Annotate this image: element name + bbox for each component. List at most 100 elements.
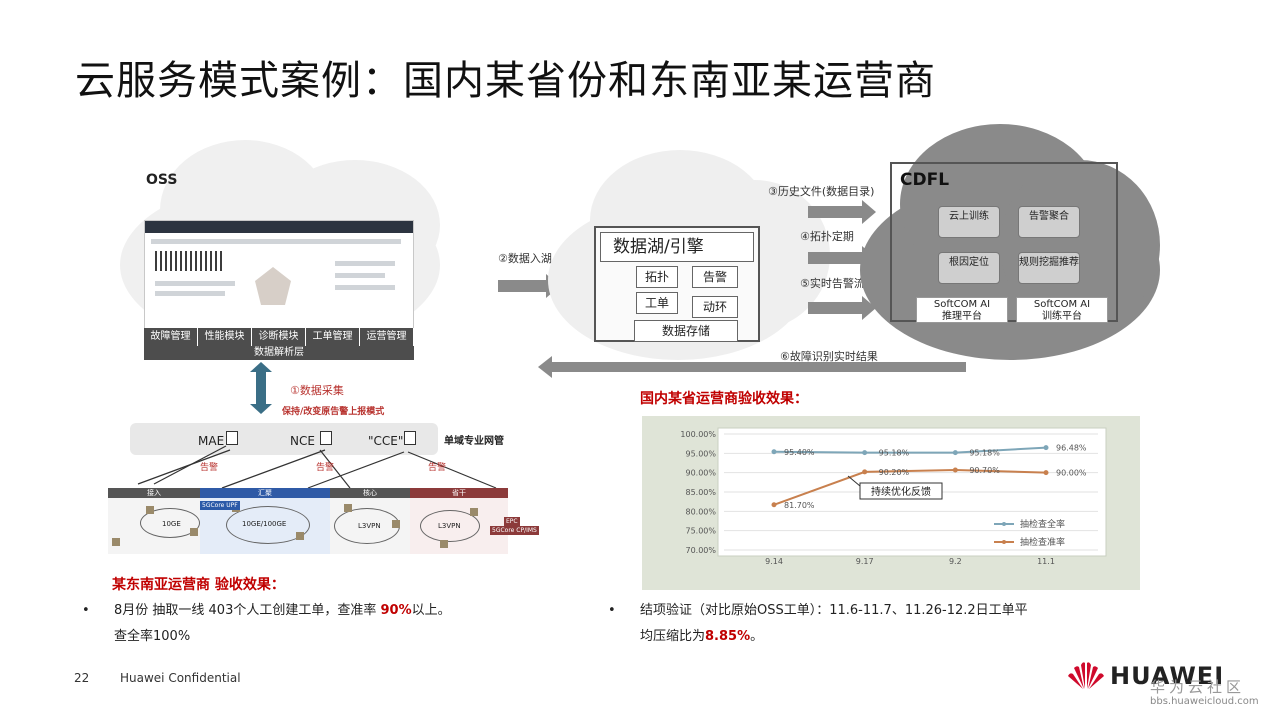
single-domain-nms: 单域专业网管 — [444, 436, 504, 447]
data-lake-title: 数据湖/引擎 — [600, 232, 754, 262]
data-label: 90.00% — [1056, 469, 1087, 478]
sea-bullet: • 8月份 抽取一线 403个人工创建工单，查准率 90%以上。 查全率100% — [82, 598, 562, 654]
network-ring — [420, 510, 480, 542]
y-tick-label: 70.00% — [685, 546, 716, 555]
prov-line2-b: 。 — [750, 629, 764, 644]
dashboard-header — [145, 221, 413, 233]
tag-5gcore-cp: 5GCore CP/IMS — [490, 526, 539, 535]
acceptance-line-chart: 100.00%95.00%90.00%85.00%80.00%75.00%70.… — [642, 416, 1140, 590]
module-workorder: 工单管理 — [306, 328, 360, 346]
router-node — [112, 538, 120, 546]
data-parse-layer: 数据解析层 — [144, 346, 414, 360]
data-ingest-arrow — [498, 274, 560, 298]
monitor-icon — [404, 431, 416, 445]
data-label: 95.18% — [879, 449, 910, 458]
step6-label: ⑥故障识别实时结果 — [780, 350, 878, 363]
dashboard-row — [151, 239, 401, 244]
oss-label: OSS — [146, 172, 178, 188]
step4-label: ④拓扑定期 — [800, 230, 854, 243]
softcom-inference-platform: SoftCOM AI 推理平台 — [916, 297, 1008, 323]
data-point — [952, 467, 958, 473]
router-node — [146, 506, 154, 514]
series-line — [773, 468, 1047, 506]
history-arrow — [808, 200, 876, 224]
lake-item-alarm: 告警 — [692, 266, 738, 288]
data-point — [1043, 445, 1049, 451]
x-tick-label: 9.17 — [856, 557, 874, 566]
module-performance: 性能模块 — [198, 328, 252, 346]
nms-nce: NCE — [290, 434, 315, 448]
prov-bullet: • 结项验证（对比原始OSS工单）：11.6-11.7、11.26-12.2日工… — [608, 598, 1128, 654]
router-node — [296, 532, 304, 540]
cdfl-rule-mining: 规则挖掘推荐 — [1018, 252, 1080, 284]
tag-epc: EPC — [504, 517, 520, 526]
sea-line1-a: 8月份 抽取一线 403个人工创建工单，查准率 — [114, 603, 381, 618]
dashboard-bars — [155, 251, 225, 271]
step3-label: ③历史文件(数据目录) — [768, 185, 875, 198]
legend-label: 抽检查全率 — [1020, 518, 1065, 530]
data-label: 90.20% — [879, 468, 910, 477]
link-label: L3VPN — [438, 522, 461, 530]
lake-item-topology: 拓扑 — [636, 266, 678, 288]
dashboard-row — [155, 281, 235, 286]
lake-item-workorder: 工单 — [636, 292, 678, 314]
nms-cce: "CCE" — [368, 434, 404, 448]
softcom-training-platform: SoftCOM AI 训练平台 — [1016, 297, 1108, 323]
dashboard-row — [335, 273, 385, 278]
monitor-icon — [320, 431, 332, 445]
link-label: 10GE — [162, 520, 181, 528]
data-point — [771, 502, 777, 508]
community-url: bbs.huaweicloud.com — [1150, 696, 1259, 707]
sea-line2: 查全率100% — [114, 629, 191, 644]
data-label: 95.18% — [969, 449, 1000, 458]
legend-marker — [1002, 522, 1006, 526]
module-operation: 运营管理 — [360, 328, 414, 346]
dashboard-row — [335, 261, 395, 266]
community-label: 华为云社区 — [1150, 678, 1246, 696]
dashboard-row — [335, 285, 395, 290]
dashboard-radar — [255, 267, 291, 305]
architecture-diagram: OSS 故障管理 性能模块 诊断模块 工单管理 运营管理 数据解析层 ②数据入湖… — [100, 120, 1180, 380]
annotation-box — [859, 482, 943, 500]
training-platform-name: SoftCOM AI — [1033, 299, 1091, 310]
alarm-label: 告警 — [316, 463, 335, 473]
x-tick-label: 9.2 — [949, 557, 962, 566]
data-point — [862, 469, 868, 475]
link-label: L3VPN — [358, 522, 381, 530]
confidential-label: Huawei Confidential — [120, 671, 241, 685]
bullet-dot: • — [82, 603, 90, 618]
result-return-arrow — [538, 356, 966, 378]
y-tick-label: 100.00% — [680, 430, 716, 439]
x-tick-label: 11.1 — [1037, 557, 1055, 566]
alarm-stream-arrow — [808, 296, 876, 320]
legend-marker — [1002, 540, 1006, 544]
router-node — [392, 520, 400, 528]
module-fault: 故障管理 — [144, 328, 198, 346]
step1-label: ①数据采集 — [290, 384, 344, 397]
monitor-icon — [226, 431, 238, 445]
y-tick-label: 85.00% — [685, 488, 716, 497]
series-line — [773, 446, 1047, 454]
zone-aggregation: 汇聚 — [200, 488, 330, 498]
data-label: 96.48% — [1056, 444, 1087, 453]
oss-module-bar: 故障管理 性能模块 诊断模块 工单管理 运营管理 — [144, 328, 414, 346]
sea-line1: 8月份 抽取一线 403个人工创建工单，查准率 90%以上。 — [114, 598, 451, 624]
router-node — [190, 528, 198, 536]
prov-compression-highlight: 8.85% — [705, 629, 751, 644]
training-platform-type: 训练平台 — [1042, 311, 1082, 322]
huawei-brand: HUAWEI — [1110, 662, 1225, 690]
cdfl-root-cause: 根因定位 — [938, 252, 1000, 284]
prov-line2: 均压缩比为8.85%。 — [640, 624, 763, 650]
module-diagnosis: 诊断模块 — [252, 328, 306, 346]
legend-label: 抽检查准率 — [1020, 536, 1065, 548]
annotation-text: 持续优化反馈 — [871, 485, 931, 498]
data-label: 95.40% — [784, 448, 815, 457]
y-tick-label: 95.00% — [685, 449, 716, 458]
oss-dashboard — [144, 220, 414, 346]
step1-sublabel: 保持/改变原告警上报模式 — [282, 407, 385, 417]
page-number: 22 — [74, 671, 90, 685]
tag-5gcore-upf: 5GCore UPF — [200, 501, 240, 510]
inference-platform-name: SoftCOM AI — [933, 299, 991, 310]
chart-svg: 100.00%95.00%90.00%85.00%80.00%75.00%70.… — [680, 427, 1107, 566]
y-tick-label: 90.00% — [685, 469, 716, 478]
